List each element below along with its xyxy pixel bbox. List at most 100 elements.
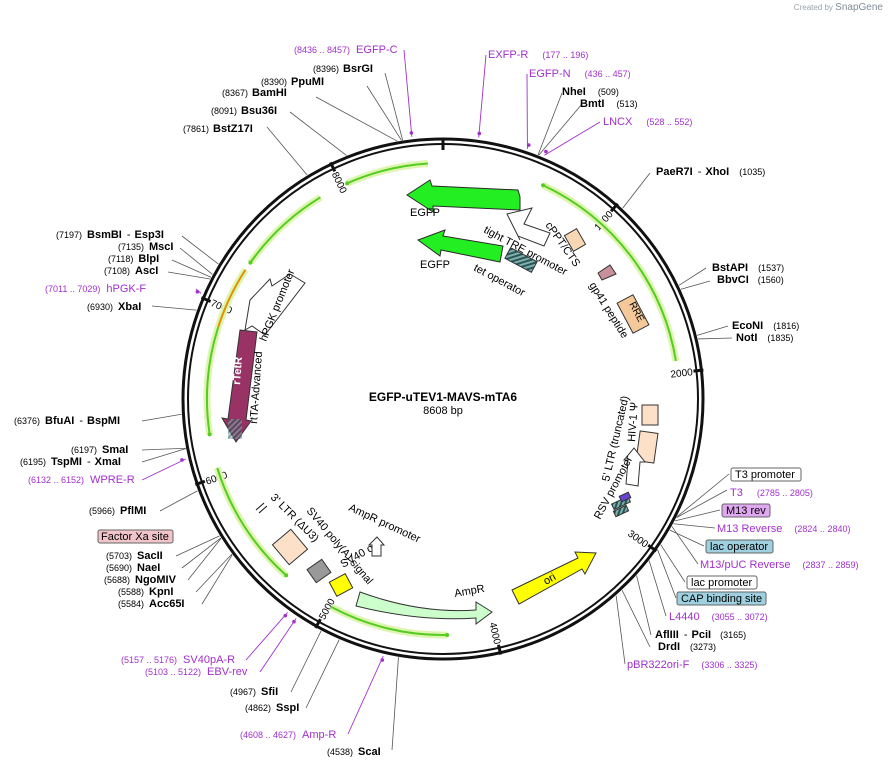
ring-tick xyxy=(200,296,212,303)
primer-site-mark xyxy=(195,289,200,294)
site-asci[interactable]: (7108)AscI xyxy=(104,265,158,277)
orf-arc-bottom xyxy=(330,605,448,636)
primer-amp-r[interactable]: (4608 .. 4627)Amp-R xyxy=(240,729,336,741)
leader-line xyxy=(671,526,699,565)
primer-egfp-n[interactable]: EGFP-N(436 .. 457) xyxy=(529,68,631,80)
orf-arc-left-end xyxy=(207,432,212,437)
box-factor-xa[interactable]: Factor Xa site xyxy=(101,531,169,543)
site-xbai[interactable]: (6930)XbaI xyxy=(87,301,141,313)
primer-leader-line xyxy=(347,655,384,735)
leader-line xyxy=(636,575,652,636)
site-ngomiv[interactable]: (5688)NgoMIV xyxy=(104,574,177,586)
primer-site-mark xyxy=(380,658,385,662)
site-blpi[interactable]: (7118)BlpI xyxy=(108,253,159,265)
leader-line xyxy=(175,535,220,557)
site-smai[interactable]: (6197)SmaI xyxy=(71,444,128,456)
feature-rsv-promoter[interactable] xyxy=(622,447,647,487)
box-lac-operator[interactable]: lac operator xyxy=(710,541,768,553)
feature-egfp-outer[interactable] xyxy=(406,179,521,213)
site-sacii[interactable]: (5703)SacII xyxy=(106,550,163,562)
primer-l4440[interactable]: L4440(3055 .. 3072) xyxy=(669,611,768,623)
leader-line xyxy=(648,560,667,617)
site-afliii-pcii[interactable]: AflIII-PciI(3165) xyxy=(655,629,746,641)
feature-cppt-cts[interactable] xyxy=(563,228,587,252)
leader-line xyxy=(187,538,222,581)
feature-rtta-inner-label: rTetR xyxy=(231,356,245,385)
box-cap-binding[interactable]: CAP binding site xyxy=(681,593,762,605)
primer-t3[interactable]: T3(2785 .. 2805) xyxy=(730,487,813,499)
ring-tick xyxy=(194,479,206,487)
site-bmti[interactable]: BmtI(513) xyxy=(580,98,637,110)
feature-sv40-ori[interactable] xyxy=(328,573,354,597)
site-bsmbi-esp3i[interactable]: (7197)BsmBI-Esp3I xyxy=(56,229,164,241)
orf-arc-bottom-left-end xyxy=(284,573,289,578)
site-naei[interactable]: (5690)NaeI xyxy=(106,562,160,574)
feature-m13-block xyxy=(612,504,630,518)
orf-arc-top-left-glow xyxy=(345,159,429,187)
feature-3-ltr[interactable] xyxy=(271,528,309,566)
leader-line xyxy=(678,267,707,286)
box-lac-promoter[interactable]: lac promoter xyxy=(691,577,752,589)
feature-ampr[interactable] xyxy=(355,591,493,625)
feature-tight-tre-promoter[interactable] xyxy=(506,207,551,247)
feature-hpgk-promoter[interactable] xyxy=(244,273,306,336)
feature-pfmi-mark-2 xyxy=(258,505,268,514)
primer-sv40pa-r[interactable]: (5157 .. 5176)SV40pA-R xyxy=(121,654,235,666)
site-bstz17i[interactable]: (7861)BstZ17I xyxy=(183,123,253,135)
primer-hpgk-f[interactable]: (7011 .. 7029)hPGK-F xyxy=(45,283,146,295)
ring-tick-label: 4000 xyxy=(487,621,503,646)
brand-prefix: Created by xyxy=(793,3,833,12)
primer-lncx[interactable]: LNCX(528 .. 552) xyxy=(603,116,692,128)
site-bamhi[interactable]: (8367)BamHI xyxy=(222,87,287,99)
site-econi[interactable]: EcoNI(1816) xyxy=(732,320,799,332)
leader-line xyxy=(167,271,211,280)
leader-line xyxy=(384,72,404,141)
box-t3-promoter[interactable]: T3 promoter xyxy=(735,469,795,481)
site-pflmi[interactable]: (5966)PflMI xyxy=(89,505,146,517)
orf-arc-right xyxy=(542,184,677,362)
orf-arc-top-left xyxy=(346,162,428,185)
site-nhei[interactable]: NheI(509) xyxy=(562,86,619,98)
primer-wpre-r[interactable]: (6132 .. 6152)WPRE-R xyxy=(28,474,135,486)
ring-tick-label: 2000 xyxy=(670,367,694,380)
site-paer7i-xhoi[interactable]: PaeR7I-XhoI(1035) xyxy=(656,166,765,178)
primer-egfp-c[interactable]: (8436 .. 8457)EGFP-C xyxy=(294,44,398,56)
feature-egfp-inner[interactable] xyxy=(416,229,504,263)
feature-ori-inner-label: ori xyxy=(542,571,559,588)
feature-rtta[interactable] xyxy=(221,329,258,443)
site-drdi[interactable]: DrdI(3273) xyxy=(658,641,716,653)
site-acc65i[interactable]: (5584)Acc65I xyxy=(118,598,185,610)
site-bsrgi[interactable]: (8396)BsrGI xyxy=(313,63,373,75)
feature-ampr-promoter[interactable] xyxy=(367,536,386,557)
feature-sv40-polya[interactable] xyxy=(306,558,332,584)
primer-ebv-rev[interactable]: (5103 .. 5122)EBV-rev xyxy=(145,666,248,678)
site-bstapi[interactable]: BstAPI(1537) xyxy=(712,262,784,274)
primer-site-mark xyxy=(180,458,184,462)
site-tspmi-xmai[interactable]: (6195)TspMI-XmaI xyxy=(20,456,121,468)
primer-m13-puc-reverse[interactable]: M13/pUC Reverse(2837 .. 2859) xyxy=(700,559,859,571)
feature-hiv1-psi[interactable] xyxy=(641,404,659,426)
leader-line xyxy=(660,544,686,583)
leader-line xyxy=(290,630,322,693)
primer-m13-reverse[interactable]: M13 Reverse(2824 .. 2840) xyxy=(717,523,850,535)
box-m13-rev[interactable]: M13 rev xyxy=(726,505,766,517)
site-kpni[interactable]: (5588)KpnI xyxy=(118,586,173,598)
site-bfuai-bspmi[interactable]: (6376)BfuAI-BspMI xyxy=(14,415,120,427)
site-bsu36i[interactable]: (8091)Bsu36I xyxy=(211,105,277,117)
feature-tet-operator[interactable] xyxy=(504,246,538,274)
primer-exfp-r[interactable]: EXFP-R(177 .. 196) xyxy=(488,49,588,61)
leader-line xyxy=(674,509,721,522)
primer-pbr322ori-f[interactable]: pBR322ori-F(3306 .. 3325) xyxy=(627,659,757,671)
site-bbvci[interactable]: BbvCI(1560) xyxy=(717,274,784,286)
site-sfii[interactable]: (4967)SfiI xyxy=(230,686,278,698)
feature-rre[interactable] xyxy=(616,294,650,334)
feature-ori[interactable] xyxy=(511,551,597,605)
restriction-site-labels: (8396)BsrGI (8390)PpuMI (8367)BamHI (809… xyxy=(14,63,799,758)
site-ppumi[interactable]: (8390)PpuMI xyxy=(261,76,324,88)
site-scai[interactable]: (4538)ScaI xyxy=(327,746,381,758)
leader-line xyxy=(181,537,222,569)
site-sspi[interactable]: (4862)SspI xyxy=(245,702,299,714)
site-noti[interactable]: NotI(1835) xyxy=(736,332,793,344)
site-msci[interactable]: (7135)MscI xyxy=(118,241,173,253)
feature-gp41-peptide[interactable] xyxy=(597,264,617,281)
